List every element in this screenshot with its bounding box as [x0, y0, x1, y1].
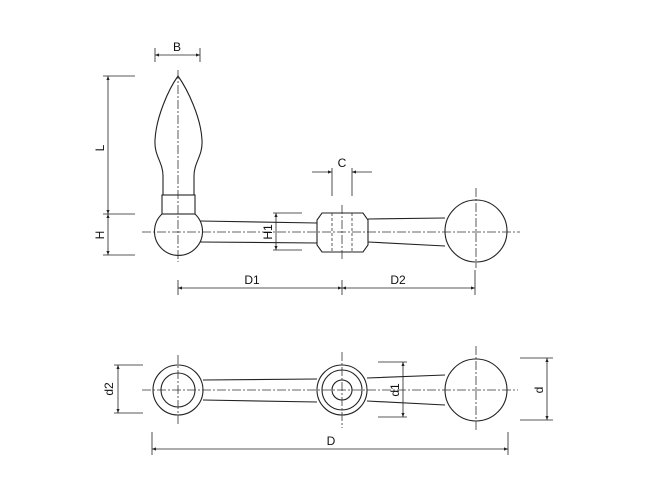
- dim-label-d1: d1: [388, 383, 402, 397]
- dim-label-D: D: [327, 434, 336, 448]
- plan-left-arm: [202, 378, 318, 403]
- right-arm: [367, 217, 446, 247]
- dim-label-D1: D1: [244, 273, 260, 287]
- dim-label-L: L: [93, 144, 107, 151]
- dim-label-H1: H1: [261, 224, 275, 240]
- dim-label-d2: d2: [102, 382, 116, 396]
- dim-label-B: B: [173, 40, 181, 54]
- left-arm: [199, 220, 318, 244]
- center-hub: [316, 212, 369, 253]
- plan-view: d2 d1 d D: [102, 346, 553, 455]
- dim-label-C: C: [338, 156, 347, 170]
- dim-label-D2: D2: [390, 273, 406, 287]
- grip-collar: [161, 194, 196, 215]
- dim-label-d: d: [532, 387, 546, 394]
- side-view: B L H H1 C D1 D2: [93, 40, 520, 295]
- dim-label-H: H: [93, 231, 107, 240]
- plan-right-arm: [366, 374, 446, 406]
- grip-handle: [154, 75, 203, 196]
- left-ball: [153, 213, 204, 256]
